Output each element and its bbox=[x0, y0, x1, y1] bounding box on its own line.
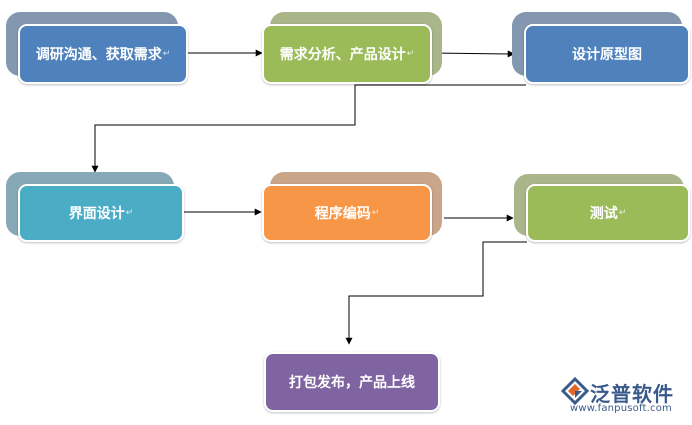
step-coding-label: 程序编码 bbox=[314, 206, 371, 222]
step-ui-design: 界面设计↵ bbox=[6, 172, 184, 244]
step-research-label: 调研沟通、获取需求 bbox=[35, 47, 162, 63]
step-testing: 测试↵ bbox=[514, 174, 690, 244]
step-analysis-box: 需求分析、产品设计↵ bbox=[262, 24, 432, 84]
paragraph-mark: ↵ bbox=[618, 208, 627, 218]
paragraph-mark: ↵ bbox=[371, 208, 380, 218]
arrow-prototype-to-ui-design bbox=[91, 84, 526, 173]
step-ui-design-box: 界面设计↵ bbox=[18, 184, 184, 242]
step-release: 打包发布，产品上线 bbox=[262, 350, 442, 414]
paragraph-mark: ↵ bbox=[162, 49, 171, 59]
fanpu-logo-icon bbox=[560, 376, 590, 406]
step-analysis-label: 需求分析、产品设计 bbox=[279, 47, 406, 63]
step-testing-box: 测试↵ bbox=[526, 184, 690, 242]
step-ui-design-label: 界面设计 bbox=[68, 206, 125, 222]
step-research: 调研沟通、获取需求↵ bbox=[6, 12, 188, 86]
step-research-box: 调研沟通、获取需求↵ bbox=[18, 24, 188, 84]
step-coding-box: 程序编码↵ bbox=[262, 184, 432, 242]
arrow-analysis-to-prototype bbox=[431, 50, 515, 58]
step-release-label: 打包发布，产品上线 bbox=[289, 375, 415, 391]
brand-url: www.fanpusoft.com bbox=[570, 403, 672, 414]
paragraph-mark: ↵ bbox=[125, 208, 134, 218]
paragraph-mark: ↵ bbox=[406, 49, 415, 59]
step-prototype-box: 设计原型图 bbox=[524, 24, 690, 84]
step-prototype-label: 设计原型图 bbox=[572, 47, 642, 63]
step-testing-label: 测试 bbox=[589, 206, 618, 222]
step-analysis: 需求分析、产品设计↵ bbox=[262, 12, 442, 86]
step-prototype: 设计原型图 bbox=[512, 12, 690, 86]
step-coding: 程序编码↵ bbox=[262, 172, 442, 244]
brand-name: 泛普软件 bbox=[590, 382, 674, 406]
brand-logo: 泛普软件 www.fanpusoft.com bbox=[560, 376, 690, 420]
step-release-box: 打包发布，产品上线 bbox=[264, 352, 440, 412]
arrow-testing-to-release bbox=[345, 241, 527, 345]
